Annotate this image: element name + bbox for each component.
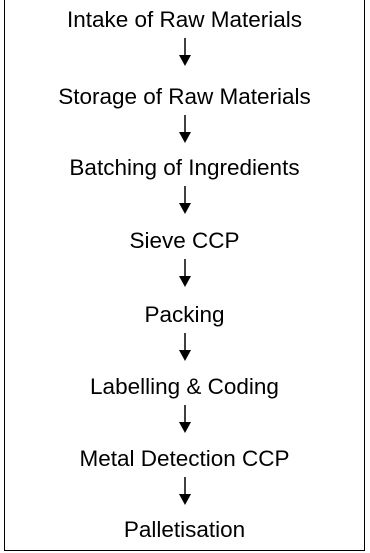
down-arrow-icon — [179, 115, 191, 143]
down-arrow-icon — [179, 405, 191, 433]
down-arrow-icon — [179, 186, 191, 214]
down-arrow-icon — [179, 38, 191, 66]
step-labelling-and-coding: Labelling & Coding — [90, 374, 279, 399]
step-intake-of-raw-materials: Intake of Raw Materials — [66, 7, 303, 32]
diagram-frame — [4, 0, 365, 551]
step-batching-of-ingredients: Batching of Ingredients — [69, 155, 300, 180]
step-palletisation: Palletisation — [123, 517, 246, 542]
down-arrow-icon — [179, 477, 191, 505]
down-arrow-icon — [179, 259, 191, 287]
step-packing: Packing — [144, 302, 225, 327]
step-metal-detection-ccp: Metal Detection CCP — [79, 446, 290, 471]
step-storage-of-raw-materials: Storage of Raw Materials — [58, 84, 311, 109]
step-sieve-ccp: Sieve CCP — [129, 228, 240, 253]
down-arrow-icon — [179, 333, 191, 361]
